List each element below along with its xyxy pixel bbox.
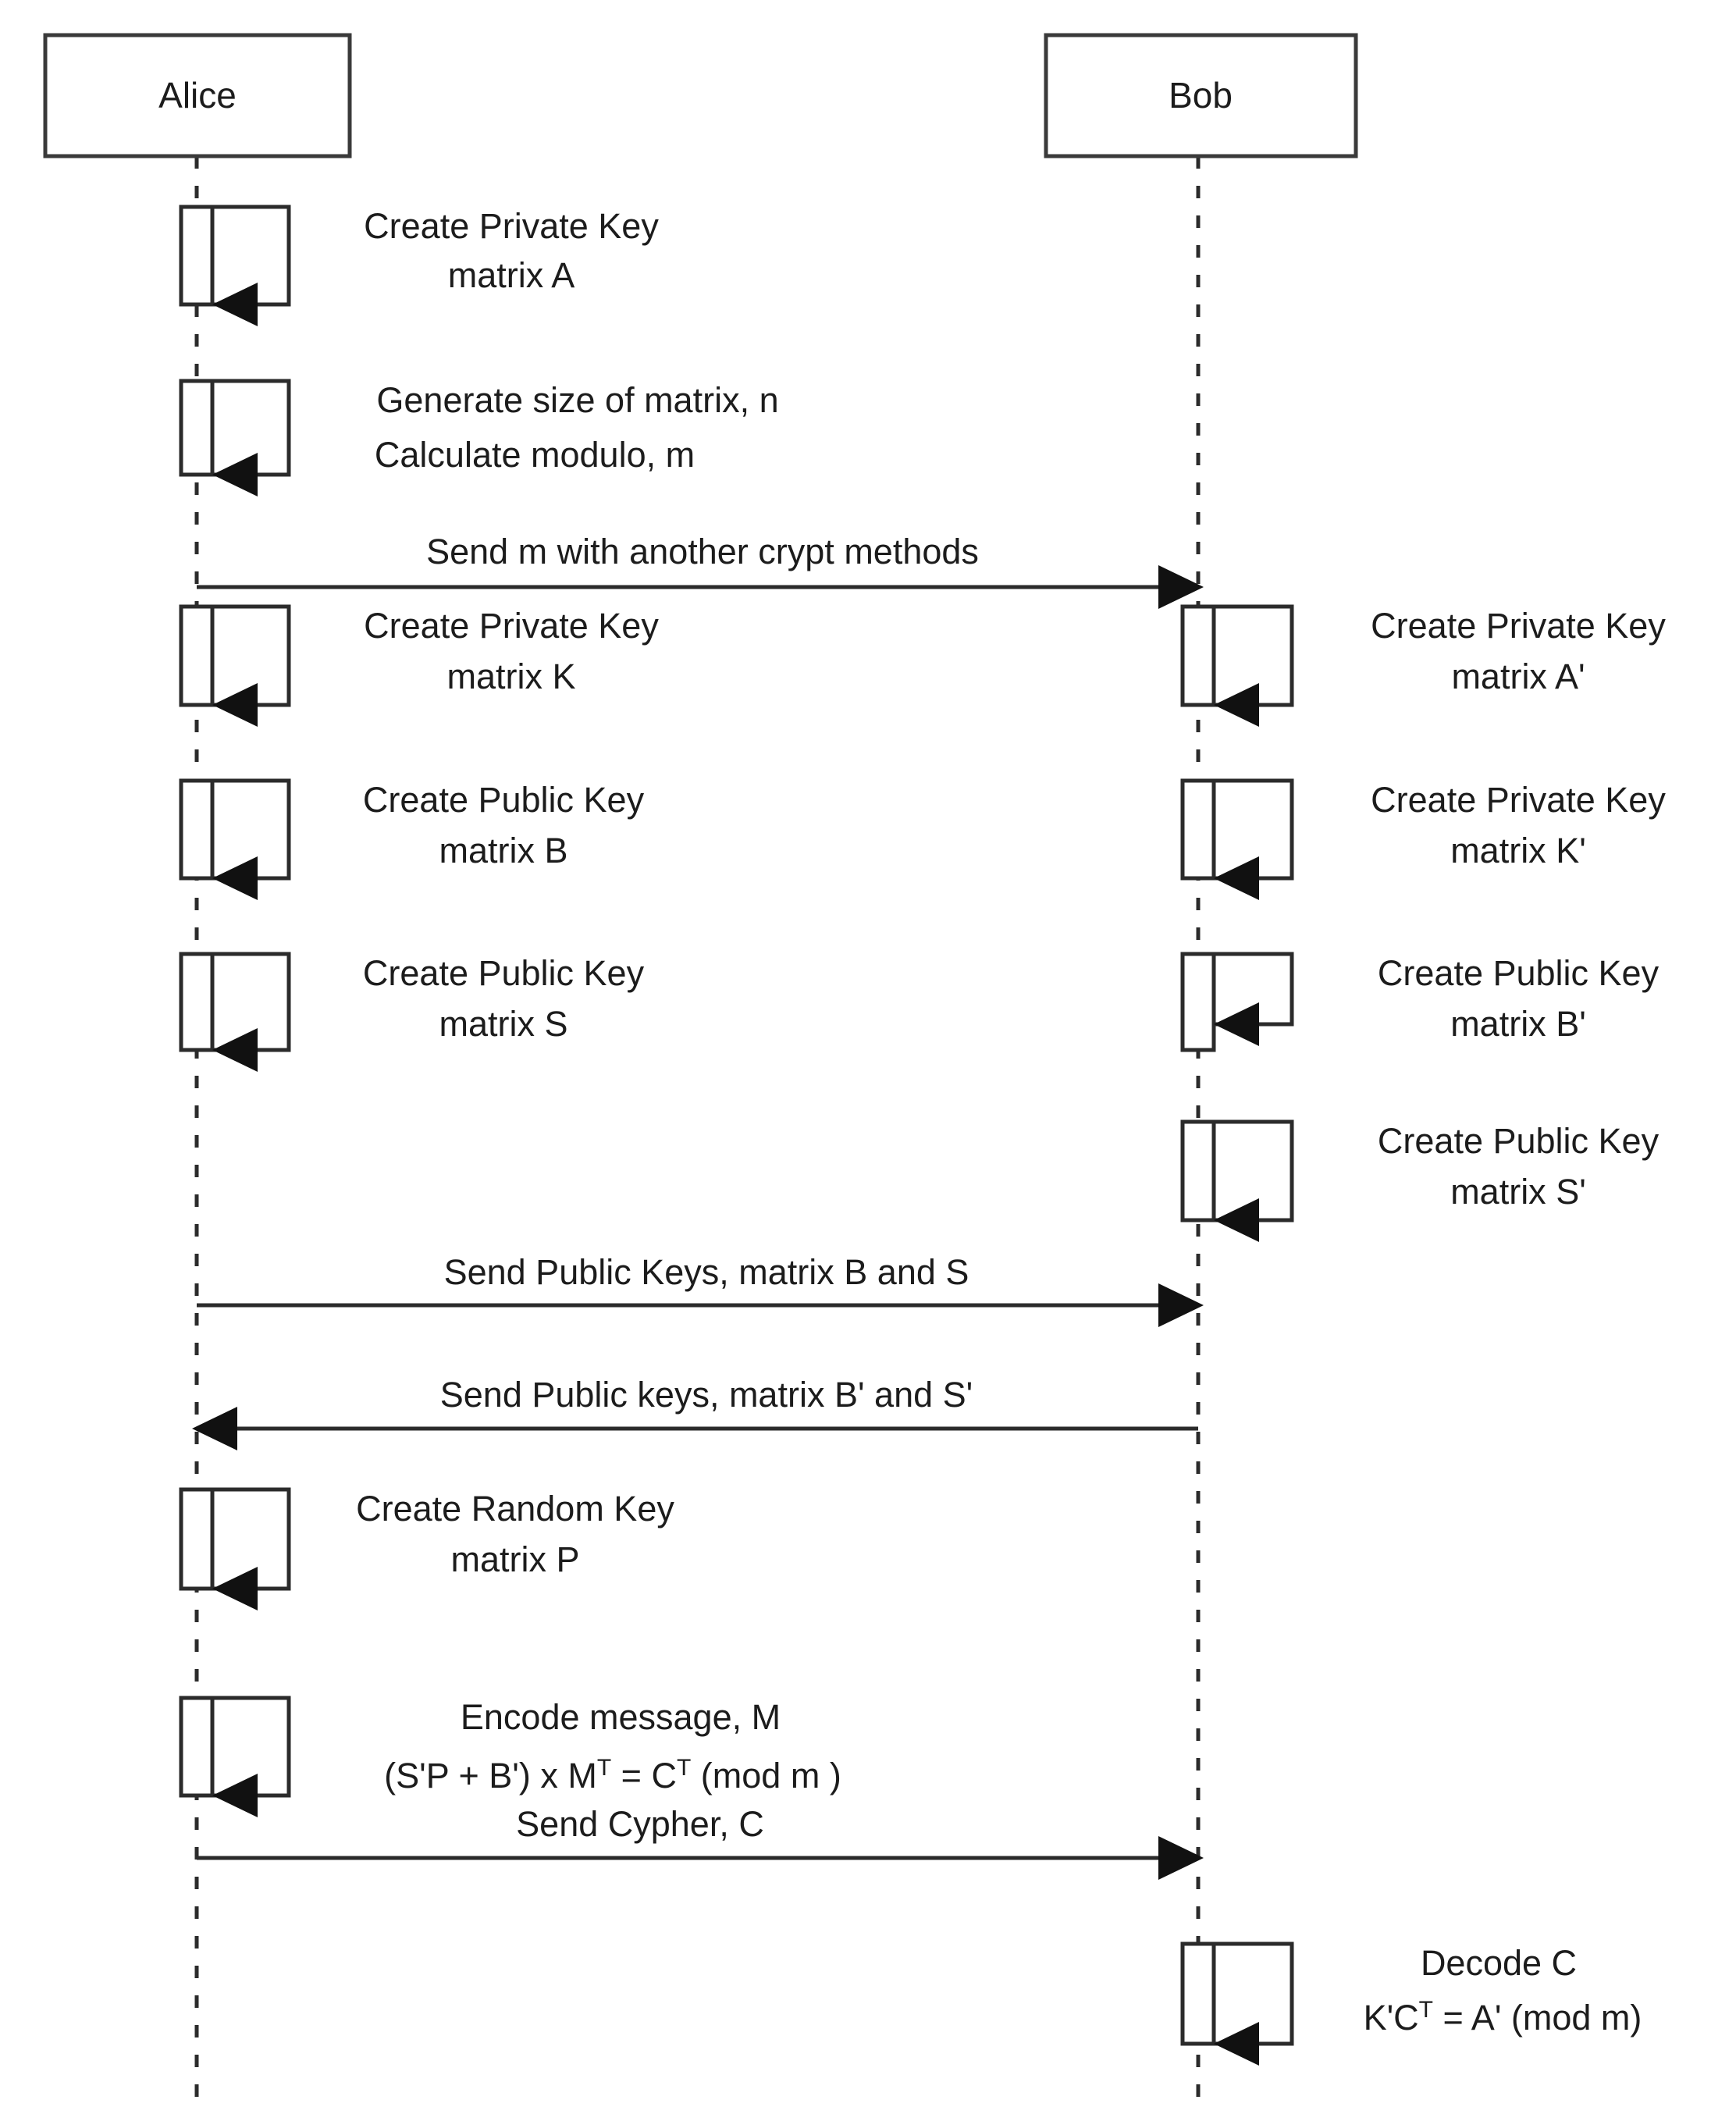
arrow-head-icon <box>1214 856 1259 900</box>
arrow-head-icon <box>212 683 258 727</box>
arrow-head-icon <box>212 1567 258 1610</box>
self-call-alice-create-private-key-k[interactable] <box>179 604 291 727</box>
self-call-label-line2: matrix B <box>439 831 567 870</box>
activation-bar <box>1180 1941 1216 2046</box>
encode-label-line1: Encode message, M <box>461 1697 781 1737</box>
self-call-label-line2: matrix K <box>446 657 575 696</box>
self-call-alice-create-public-key-s[interactable] <box>179 952 291 1072</box>
actor-box-alice[interactable] <box>43 33 352 158</box>
arrow-head-icon <box>212 283 258 326</box>
activation-bar <box>1180 778 1216 881</box>
arrow-head-icon <box>1214 683 1259 727</box>
self-call-label-line1: Create Private Key <box>364 606 659 646</box>
self-call-bob-create-private-key-k-prime[interactable] <box>1180 778 1294 900</box>
activation-bar <box>1180 1119 1216 1222</box>
encode-formula-sup2: T <box>677 1755 691 1781</box>
encode-formula: (S'P + B') x MT = CT (mod m ) <box>384 1755 841 1796</box>
self-call-label-line2: matrix K' <box>1450 831 1586 870</box>
self-call-label-line1: Create Public Key <box>1378 1121 1660 1161</box>
arrow-head-icon <box>212 453 258 496</box>
arrow-head-icon <box>212 1028 258 1072</box>
self-call-label-line1: Create Private Key <box>1371 780 1666 820</box>
encode-formula-suffix: (mod m ) <box>691 1756 841 1795</box>
self-call-bob-create-public-key-b-prime[interactable] <box>1180 952 1294 1052</box>
encode-formula-prefix: (S'P + B') x M <box>384 1756 597 1795</box>
activation-bar <box>179 379 215 477</box>
self-call-label-line2: matrix B' <box>1450 1004 1586 1044</box>
self-call-label-line1: Create Public Key <box>363 953 645 993</box>
arrow-head-icon <box>1158 1836 1204 1880</box>
decode-formula-sup: T <box>1419 1997 1433 2023</box>
message-send-m[interactable]: Send m with another crypt methods <box>197 532 1204 609</box>
self-call-label-line1: Generate size of matrix, n <box>376 380 778 420</box>
self-call-label-line2: matrix S <box>439 1004 567 1044</box>
self-call-label-line2: Calculate modulo, m <box>375 435 695 475</box>
self-call-label-line1: Create Public Key <box>363 780 645 820</box>
self-call-alice-create-private-key-a[interactable] <box>179 205 291 326</box>
self-call-label-line2: matrix S' <box>1450 1172 1586 1212</box>
self-call-label-line2: matrix P <box>450 1539 579 1579</box>
self-call-alice-create-public-key-b[interactable] <box>179 778 291 900</box>
arrow-head-icon <box>212 1774 258 1817</box>
self-call-alice-generate-size-modulo[interactable] <box>179 379 291 496</box>
activation-bar <box>179 952 215 1052</box>
arrow-head-icon <box>192 1407 237 1450</box>
actor-label-bob: Bob <box>1169 75 1233 116</box>
activation-bar <box>179 1487 215 1591</box>
self-call-bob-create-private-key-a-prime[interactable] <box>1180 604 1294 727</box>
self-call-alice-encode-message[interactable] <box>179 1696 291 1817</box>
self-call-bob-create-public-key-s-prime[interactable] <box>1180 1119 1294 1242</box>
self-call-label-line2: matrix A <box>448 255 575 295</box>
self-call-label-line2: matrix A' <box>1451 657 1585 696</box>
message-label: Send Public Keys, matrix B and S <box>444 1252 969 1292</box>
decode-formula-suffix: = A' (mod m) <box>1433 1998 1642 2037</box>
self-call-label-line1: Create Private Key <box>364 206 659 246</box>
message-send-cypher[interactable] <box>197 1836 1204 1880</box>
self-call-alice-create-random-key-p[interactable] <box>179 1487 291 1610</box>
decode-label-line1: Decode C <box>1421 1943 1577 1983</box>
self-call-label-line1: Create Private Key <box>1371 606 1666 646</box>
arrow-head-icon <box>1214 2022 1259 2066</box>
encode-label-line3: Send Cypher, C <box>516 1804 764 1844</box>
decode-formula-prefix: K'C <box>1364 1998 1419 2037</box>
activation-bar <box>179 205 215 307</box>
message-label: Send m with another crypt methods <box>426 532 979 571</box>
self-call-label-line1: Create Public Key <box>1378 953 1660 993</box>
message-label: Send Public keys, matrix B' and S' <box>440 1375 973 1415</box>
activation-bar <box>179 778 215 881</box>
activation-bar <box>1180 952 1216 1052</box>
activation-bar <box>179 1696 215 1798</box>
activation-bar <box>179 604 215 707</box>
encode-formula-sup1: T <box>597 1755 611 1781</box>
self-call-bob-decode-c[interactable] <box>1180 1941 1294 2066</box>
self-call-label-line1: Create Random Key <box>356 1489 674 1529</box>
arrow-head-icon <box>1214 1002 1259 1046</box>
encode-formula-mid: = C <box>611 1756 677 1795</box>
arrow-head-icon <box>1214 1198 1259 1242</box>
arrow-head-icon <box>212 856 258 900</box>
actor-label-alice: Alice <box>158 75 237 116</box>
activation-bar <box>1180 604 1216 707</box>
message-send-public-keys-b-s[interactable]: Send Public Keys, matrix B and S <box>197 1252 1204 1327</box>
decode-formula: K'CT = A' (mod m) <box>1364 1997 1642 2038</box>
message-send-public-keys-b-prime-s-prime[interactable]: Send Public keys, matrix B' and S' <box>192 1375 1198 1450</box>
arrow-head-icon <box>1158 565 1204 609</box>
arrow-head-icon <box>1158 1283 1204 1327</box>
actor-box-bob[interactable] <box>1044 33 1358 158</box>
